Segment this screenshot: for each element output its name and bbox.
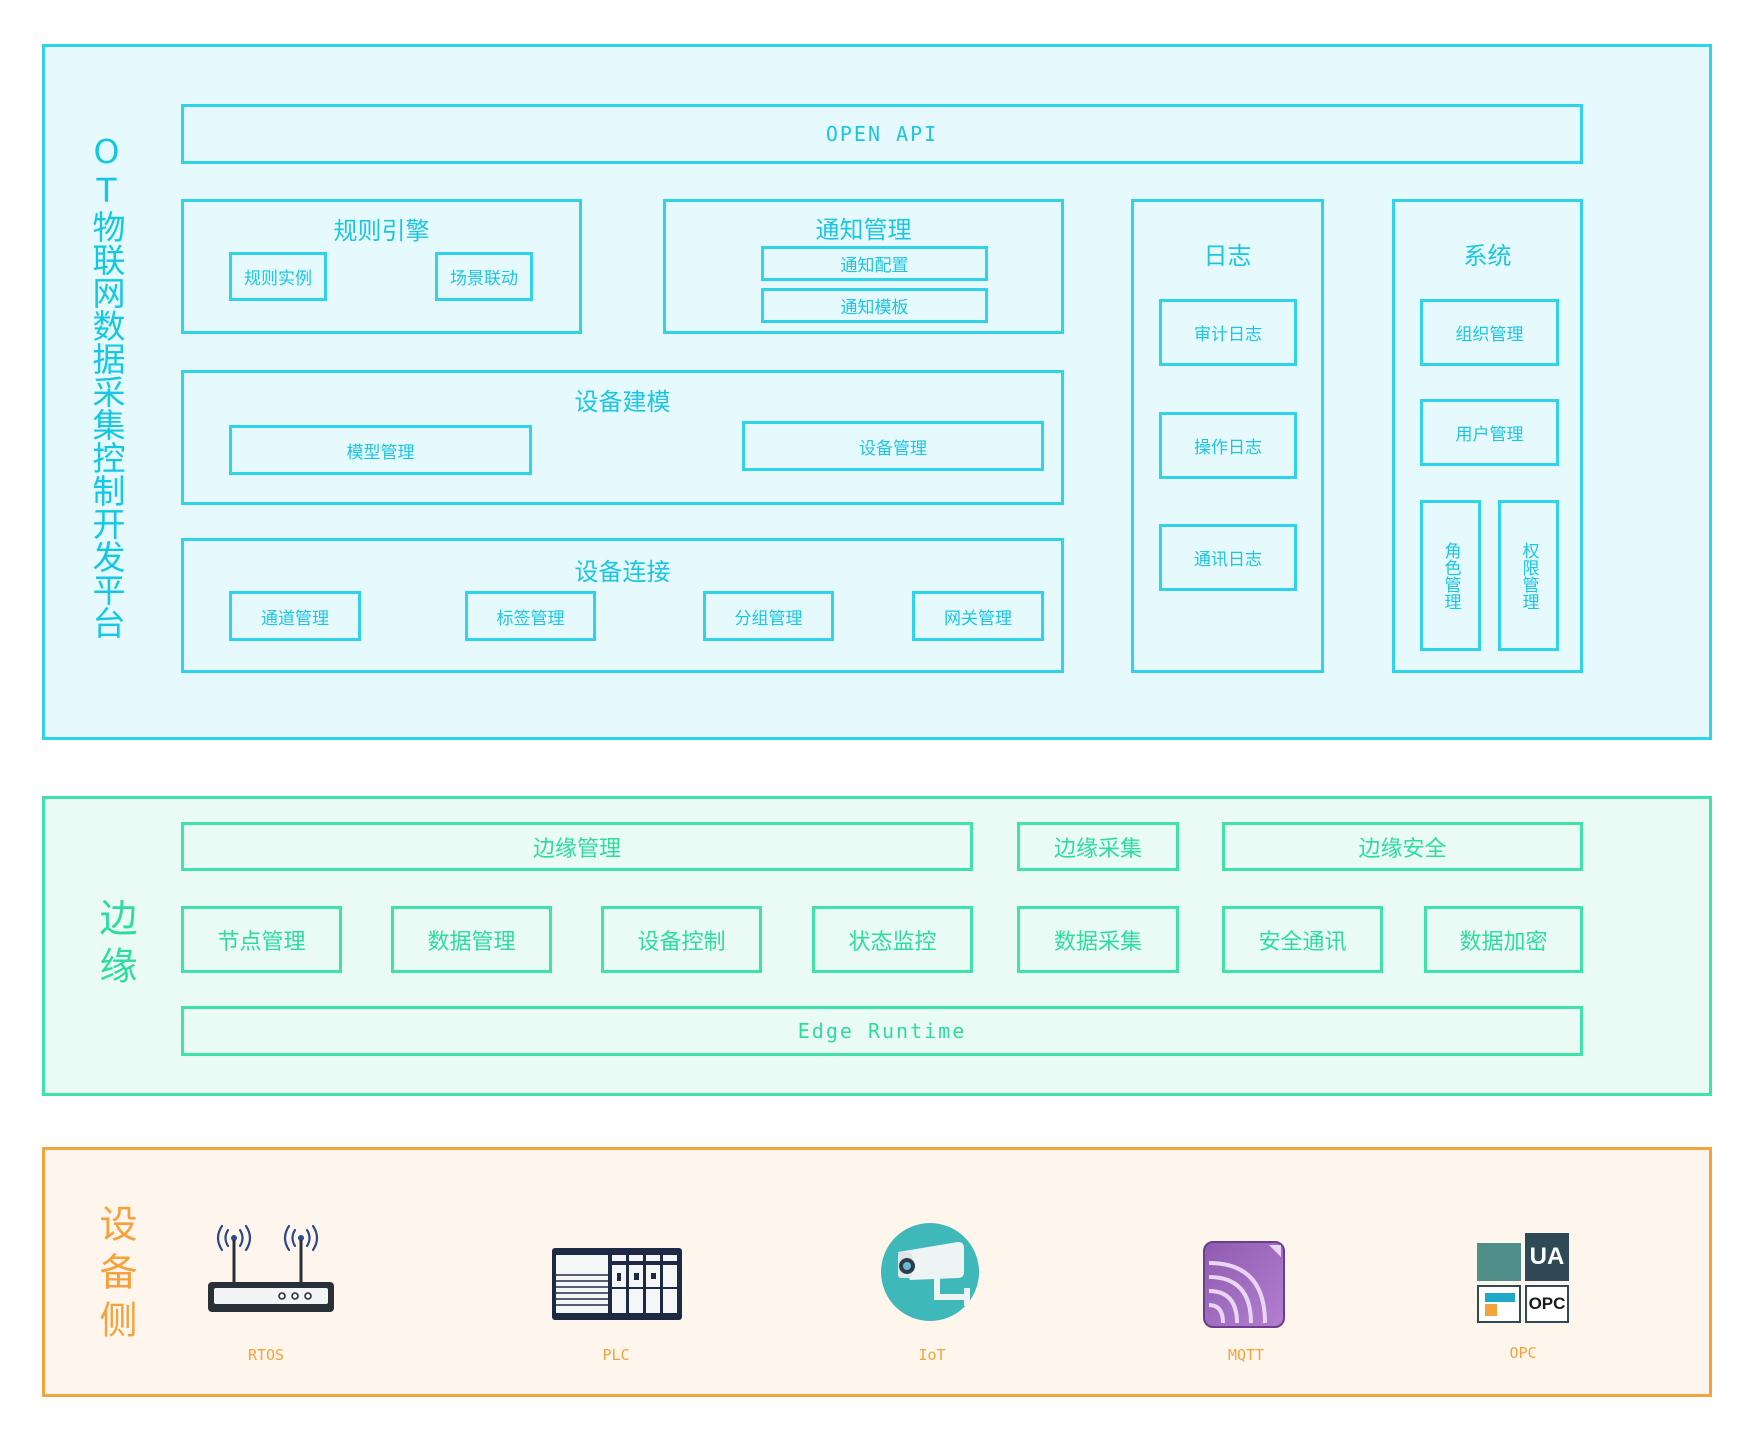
edge-layer [42, 796, 1712, 1096]
edge-title: 边缘 [93, 898, 137, 994]
status-monitor-box[interactable]: 状态监控 [812, 906, 973, 973]
mqtt-icon [1203, 1241, 1285, 1328]
notification-config-box[interactable]: 通知配置 [761, 246, 988, 281]
communication-log-box[interactable]: 通讯日志 [1159, 524, 1297, 591]
device-connection-group: 设备连接 [181, 538, 1064, 673]
rule-engine-title: 规则引擎 [333, 217, 430, 245]
log-group: 日志 [1131, 199, 1324, 673]
device-management-box[interactable]: 设备管理 [742, 421, 1044, 471]
opc-logo-ua: UA [1525, 1233, 1569, 1281]
plc-icon [551, 1247, 683, 1321]
permission-management-box[interactable]: 权限管理 [1498, 500, 1559, 651]
ot-platform-title: OT物联网数据采集控制开发平台 [87, 132, 126, 639]
data-collection-box[interactable]: 数据采集 [1017, 906, 1179, 973]
operation-log-box[interactable]: 操作日志 [1159, 412, 1297, 479]
notification-title: 通知管理 [815, 216, 912, 244]
rule-engine-group: 规则引擎 [181, 199, 582, 334]
model-management-box[interactable]: 模型管理 [229, 425, 532, 475]
data-encryption-box[interactable]: 数据加密 [1424, 906, 1583, 973]
mqtt-label: MQTT [1227, 1346, 1265, 1364]
edge-security-bar[interactable]: 边缘安全 [1222, 822, 1583, 871]
system-title: 系统 [1463, 242, 1512, 270]
device-control-box[interactable]: 设备控制 [601, 906, 762, 973]
opc-ua-icon: UA OPC [1477, 1233, 1569, 1325]
edge-collection-bar[interactable]: 边缘采集 [1017, 822, 1179, 871]
rtos-label: RTOS [247, 1346, 285, 1364]
device-modeling-group: 设备建模 [181, 370, 1064, 505]
device-layer [42, 1147, 1712, 1397]
open-api-label: OPEN API [825, 122, 939, 146]
role-management-label: 角色管理 [1440, 541, 1461, 610]
notification-template-box[interactable]: 通知模板 [761, 288, 988, 323]
log-title: 日志 [1203, 242, 1252, 270]
device-connection-title: 设备连接 [574, 558, 671, 586]
opc-logo-block-3 [1477, 1285, 1521, 1323]
tag-management-box[interactable]: 标签管理 [465, 591, 596, 641]
ot-platform-layer [42, 44, 1712, 740]
group-management-box[interactable]: 分组管理 [703, 591, 834, 641]
device-modeling-title: 设备建模 [574, 388, 671, 416]
opc-logo-block-3-square [1485, 1304, 1497, 1316]
org-management-box[interactable]: 组织管理 [1420, 299, 1559, 366]
opc-logo-block-3-bar [1485, 1293, 1515, 1302]
opc-logo-block-1 [1477, 1243, 1521, 1281]
open-api-bar[interactable]: OPEN API [181, 104, 1583, 164]
user-management-box[interactable]: 用户管理 [1420, 399, 1559, 466]
notification-group: 通知管理 [663, 199, 1064, 334]
opc-logo-opc: OPC [1525, 1285, 1569, 1323]
device-title: 设备侧 [93, 1204, 137, 1348]
iot-label: IoT [918, 1346, 946, 1364]
rule-instance-box[interactable]: 规则实例 [229, 252, 327, 301]
opc-logo-opc-text: OPC [1528, 1294, 1566, 1313]
edge-management-bar[interactable]: 边缘管理 [181, 822, 973, 871]
edge-runtime-bar[interactable]: Edge Runtime [181, 1006, 1583, 1056]
scene-linkage-box[interactable]: 场景联动 [435, 252, 533, 301]
secure-communication-box[interactable]: 安全通讯 [1222, 906, 1383, 973]
camera-icon [880, 1222, 980, 1322]
opc-label: OPC [1509, 1344, 1537, 1362]
gateway-management-box[interactable]: 网关管理 [912, 591, 1044, 641]
node-management-box[interactable]: 节点管理 [181, 906, 342, 973]
system-group: 系统 [1392, 199, 1583, 673]
role-management-box[interactable]: 角色管理 [1420, 500, 1481, 651]
channel-management-box[interactable]: 通道管理 [229, 591, 361, 641]
opc-logo-ua-text: UA [1529, 1243, 1565, 1270]
router-icon [206, 1222, 336, 1318]
permission-management-label: 权限管理 [1518, 541, 1539, 610]
data-management-box[interactable]: 数据管理 [391, 906, 552, 973]
audit-log-box[interactable]: 审计日志 [1159, 299, 1297, 366]
plc-label: PLC [602, 1346, 630, 1364]
